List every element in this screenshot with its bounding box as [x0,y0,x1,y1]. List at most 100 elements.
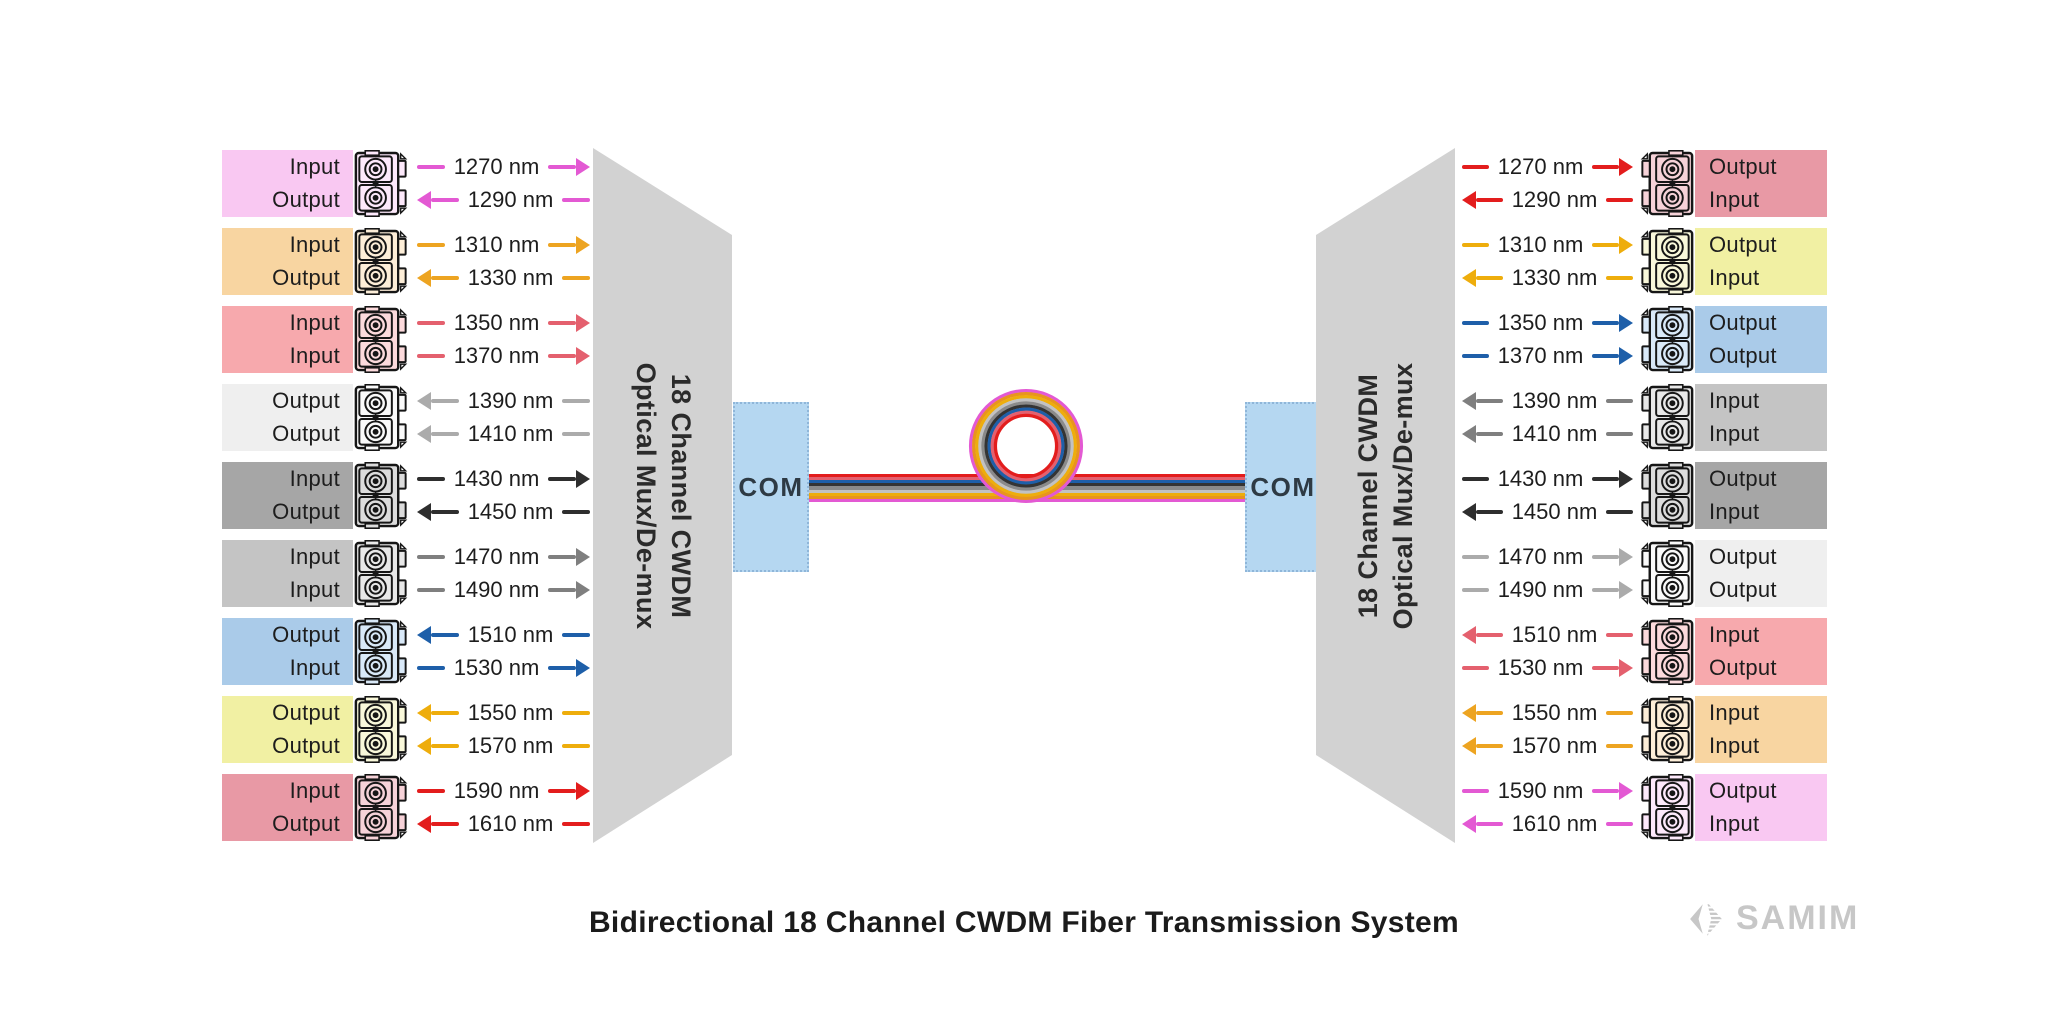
wavelength-lane: 1290 nm [1462,184,1633,218]
wavelength-label: 1490 nm [1497,577,1584,603]
wavelength-lanes: 1590 nm 1610 nm [417,774,590,841]
wavelength-label: 1470 nm [453,543,540,569]
mux-right-label-line2: Optical Mux/De-mux [1387,362,1418,629]
mux-left: 18 Channel CWDM Optical Mux/De-mux [593,148,732,843]
right-channel-pair-1510-1530: 1510 nm 1530 nm Input Output [1462,618,1827,685]
fiber-loop [968,388,1084,504]
mux-right-label-line1: 18 Channel CWDM [1352,373,1383,618]
lc-duplex-connector-icon [1638,696,1695,763]
port-label: Input [1709,499,1760,525]
mux-right-label: 18 Channel CWDM Optical Mux/De-mux [1350,362,1420,629]
wavelength-lanes: 1270 nm 1290 nm [1462,150,1633,217]
wavelength-label: 1610 nm [1511,811,1598,837]
channel-block: Output Input [1695,228,1827,295]
lc-duplex-connector-icon [353,696,410,763]
channel-block: Input Output [1695,618,1827,685]
lc-duplex-connector-icon [353,228,410,295]
lc-duplex-connector-icon [1638,306,1695,373]
wavelength-lanes: 1390 nm 1410 nm [417,384,590,451]
lc-duplex-connector-icon [1638,462,1695,529]
wavelength-lane: 1370 nm [417,340,590,374]
lc-duplex-connector-icon [1638,384,1695,451]
lc-duplex-connector-icon [1638,228,1695,295]
right-channel-pair-1550-1570: 1550 nm 1570 nm Input Input [1462,696,1827,763]
wavelength-label: 1370 nm [1497,343,1584,369]
right-channel-pair-1310-1330: 1310 nm 1330 nm Output Input [1462,228,1827,295]
port-label: Output [272,699,340,725]
right-channel-pair-1270-1290: 1270 nm 1290 nm Output Input [1462,150,1827,217]
wavelength-label: 1490 nm [453,577,540,603]
wavelength-label: 1450 nm [1511,499,1598,525]
port-label: Output [1709,777,1777,803]
port-label: Input [1709,621,1760,647]
left-channel-pair-1510-1530: Output Input 1510 nm 1530 nm [222,618,590,685]
wavelength-label: 1290 nm [467,187,554,213]
port-label: Output [1709,655,1777,681]
wavelength-label: 1590 nm [453,777,540,803]
wavelength-lanes: 1430 nm 1450 nm [1462,462,1633,529]
wavelength-label: 1270 nm [1497,153,1584,179]
channel-block: Input Input [222,540,353,607]
wavelength-label: 1270 nm [453,153,540,179]
lc-duplex-connector-icon [353,774,410,841]
port-label: Input [1709,265,1760,291]
mux-left-label: 18 Channel CWDM Optical Mux/De-mux [627,362,697,629]
port-label: Input [289,777,340,803]
wavelength-lanes: 1310 nm 1330 nm [1462,228,1633,295]
channel-block: Output Input [1695,462,1827,529]
left-channel-pair-1550-1570: Output Output 1550 nm 1570 nm [222,696,590,763]
left-channel-pair-1470-1490: Input Input 1470 nm 1490 nm [222,540,590,607]
wavelength-label: 1550 nm [467,699,554,725]
channel-block: Output Input [1695,774,1827,841]
wavelength-label: 1330 nm [1511,265,1598,291]
wavelength-label: 1290 nm [1511,187,1598,213]
wavelength-lane: 1410 nm [417,418,590,452]
lc-duplex-connector-icon [353,306,410,373]
port-label: Input [1709,699,1760,725]
wavelength-label: 1390 nm [467,387,554,413]
wavelength-lane: 1450 nm [417,496,590,530]
wavelength-label: 1370 nm [453,343,540,369]
wavelength-label: 1430 nm [1497,465,1584,491]
wavelength-lane: 1610 nm [1462,808,1633,842]
wavelength-lane: 1270 nm [1462,150,1633,184]
wavelength-lanes: 1550 nm 1570 nm [1462,696,1633,763]
wavelength-lane: 1330 nm [1462,262,1633,296]
right-channel-pair-1350-1370: 1350 nm 1370 nm Output Output [1462,306,1827,373]
wavelength-lane: 1550 nm [1462,696,1633,730]
channel-block: Input Output [222,228,353,295]
mux-right: 18 Channel CWDM Optical Mux/De-mux [1316,148,1455,843]
wavelength-lanes: 1350 nm 1370 nm [1462,306,1633,373]
wavelength-lane: 1410 nm [1462,418,1633,452]
wavelength-lanes: 1310 nm 1330 nm [417,228,590,295]
wavelength-label: 1550 nm [1511,699,1598,725]
wavelength-lane: 1530 nm [417,652,590,686]
wavelength-lane: 1330 nm [417,262,590,296]
wavelength-label: 1570 nm [1511,733,1598,759]
wavelength-lane: 1430 nm [1462,462,1633,496]
wavelength-lane: 1510 nm [417,618,590,652]
wavelength-label: 1350 nm [453,309,540,335]
wavelength-lanes: 1350 nm 1370 nm [417,306,590,373]
left-channel-pair-1350-1370: Input Input 1350 nm 1370 nm [222,306,590,373]
wavelength-lane: 1310 nm [1462,228,1633,262]
wavelength-lane: 1430 nm [417,462,590,496]
wavelength-label: 1590 nm [1497,777,1584,803]
wavelength-label: 1350 nm [1497,309,1584,335]
channel-block: Output Output [1695,306,1827,373]
port-label: Output [1709,577,1777,603]
left-channel-pair-1390-1410: Output Output 1390 nm 1410 nm [222,384,590,451]
lc-duplex-connector-icon [1638,618,1695,685]
port-label: Output [272,187,340,213]
channel-block: Output Output [222,696,353,763]
com-port-left: COM [733,402,809,572]
wavelength-label: 1310 nm [1497,231,1584,257]
wavelength-lane: 1490 nm [417,574,590,608]
wavelength-lanes: 1590 nm 1610 nm [1462,774,1633,841]
wavelength-lane: 1590 nm [1462,774,1633,808]
right-channel-pair-1390-1410: 1390 nm 1410 nm Input Input [1462,384,1827,451]
wavelength-lanes: 1390 nm 1410 nm [1462,384,1633,451]
channel-block: Input Input [1695,696,1827,763]
port-label: Input [1709,421,1760,447]
